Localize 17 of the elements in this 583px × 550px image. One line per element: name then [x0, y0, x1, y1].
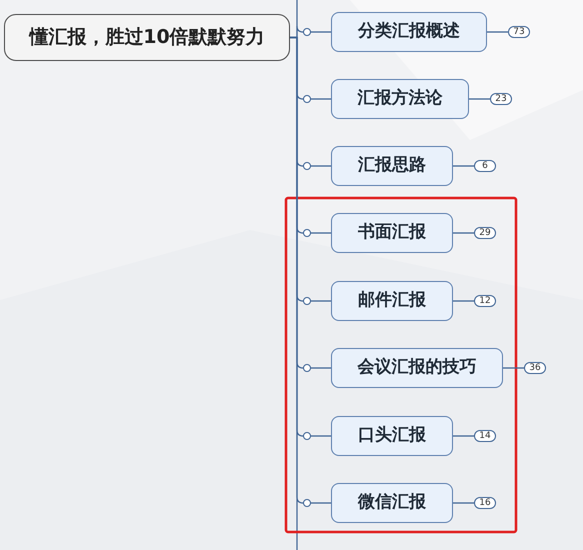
- count-badge: 16: [474, 497, 496, 509]
- topic-box: 汇报思路: [331, 146, 453, 186]
- topic-box: 会议汇报的技巧: [331, 348, 503, 388]
- count-badge: 14: [474, 430, 496, 442]
- topic-box: 邮件汇报: [331, 281, 453, 321]
- topic-box: 汇报方法论: [331, 79, 469, 119]
- topic-box: 分类汇报概述: [331, 12, 487, 52]
- count-badge: 6: [474, 160, 496, 172]
- count-badge: 12: [474, 295, 496, 307]
- count-badge: 23: [490, 93, 512, 105]
- count-badge: 29: [474, 227, 496, 239]
- topic-box: 书面汇报: [331, 213, 453, 253]
- topic-box: 口头汇报: [331, 416, 453, 456]
- count-badge: 73: [508, 26, 530, 38]
- topic-box: 微信汇报: [331, 483, 453, 523]
- count-badge: 36: [524, 362, 546, 374]
- root-topic-box: 懂汇报，胜过10倍默默努力: [4, 14, 290, 61]
